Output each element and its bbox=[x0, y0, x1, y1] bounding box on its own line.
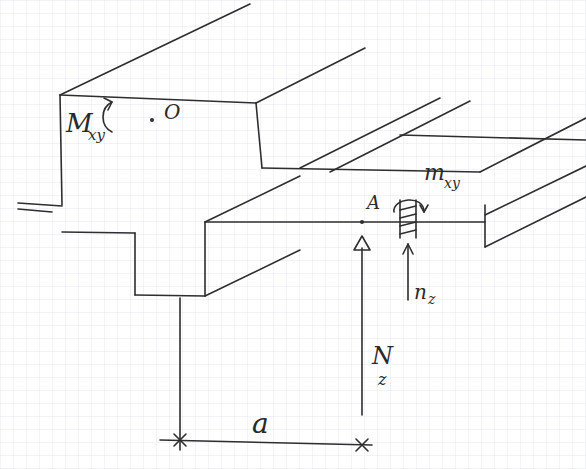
subscript: z bbox=[428, 292, 435, 306]
point-label: O bbox=[164, 102, 180, 122]
subscript: xy bbox=[444, 176, 460, 190]
force-symbol: N bbox=[372, 344, 393, 368]
force-symbol: n bbox=[414, 282, 427, 302]
point-label: A bbox=[367, 194, 380, 212]
dimension-label: a bbox=[252, 410, 269, 438]
moment-symbol: m bbox=[424, 162, 445, 184]
subscript: z bbox=[378, 372, 386, 388]
subscript: xy bbox=[88, 128, 105, 143]
